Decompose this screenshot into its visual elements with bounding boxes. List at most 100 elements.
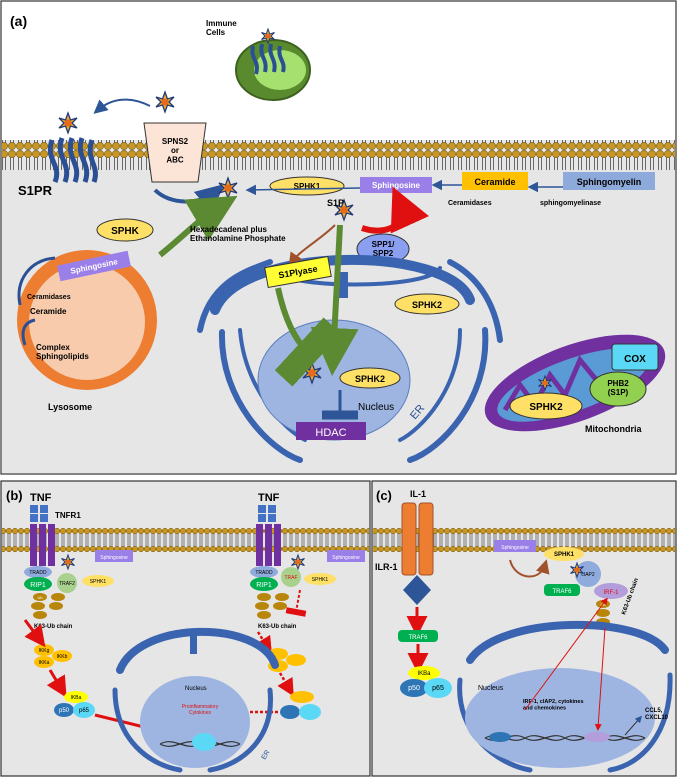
panel-a-label: (a) <box>10 13 27 29</box>
s1plyase-box <box>264 256 332 288</box>
phb2-box <box>589 371 647 407</box>
dna-icon <box>484 735 646 741</box>
sphingomyelinase-label: sphingomyelinase <box>540 200 601 207</box>
traf2-left-box <box>57 573 77 593</box>
er-sphk2-box <box>394 293 460 315</box>
plasma-membrane <box>2 140 675 170</box>
traf6-lower-box <box>398 630 438 642</box>
sphk1-membrane: SPHK1 <box>269 176 345 196</box>
ikba-c-label: IKBa <box>417 671 431 677</box>
ikba-left-box <box>64 691 88 703</box>
sphk-box <box>96 218 154 242</box>
export-arrow <box>93 98 151 114</box>
membrane-b <box>2 528 369 552</box>
p50-c-label: p50 <box>408 685 420 692</box>
receptor-icon <box>250 43 286 75</box>
traf6-lower-label: TRAF6 <box>408 635 428 641</box>
p65-c-label: p65 <box>432 685 444 692</box>
tnf-left-label: TNF <box>30 492 52 504</box>
nucleus-label: Nucleus <box>358 402 394 413</box>
nucleus-c-label: Nucleus <box>478 685 504 692</box>
s1pr-label: S1PR <box>18 183 53 198</box>
ikkg-label: IKKg <box>39 648 50 654</box>
traf6-box <box>544 584 580 596</box>
ub-chain-right <box>255 593 289 619</box>
dashed-arrow <box>277 672 294 697</box>
nfkb-bound-icon <box>489 732 511 742</box>
sphingosine-label: Sphingosine <box>372 181 421 190</box>
activation-arrow <box>46 669 67 698</box>
lyase-inhibit <box>274 287 342 387</box>
ceramide-label: Ceramide <box>474 177 515 187</box>
irf1-box <box>594 583 628 599</box>
ccl5-label: CCL5,CXCL10 <box>645 708 669 721</box>
ikkb-label: IKKb <box>57 654 68 660</box>
rip1-right-box <box>250 577 278 591</box>
il1-receptor <box>401 502 434 605</box>
il1-label: IL-1 <box>410 489 426 499</box>
er-structure <box>197 254 503 463</box>
nucleus-sphk2-label: SPHK2 <box>355 374 385 384</box>
p50-c-box <box>400 679 428 697</box>
sphk-label: SPHK <box>111 226 140 237</box>
er-b <box>112 627 279 773</box>
ikba-c-box <box>408 666 440 680</box>
tnfr1-receptor <box>30 524 55 566</box>
lyase-arrow <box>288 224 336 267</box>
nucleus-b-label: Nucleus <box>185 686 207 692</box>
mito-sphk2-box <box>509 392 583 420</box>
rip1-left-label: RIP1 <box>30 582 46 589</box>
spp-label: SPP1/SPP2 <box>372 240 395 258</box>
s1pr-helix-icon <box>47 137 98 183</box>
k63-right-label: K63-Ub chain <box>258 624 297 630</box>
ciap2-label: cIAP2 <box>581 572 595 578</box>
sphingosine-right-box <box>327 550 365 562</box>
nucleus-c <box>465 668 655 768</box>
p65-left-label: p65 <box>79 708 90 714</box>
irf1-bound-icon <box>584 732 610 742</box>
sphingosine-c-box <box>494 540 536 552</box>
lysosome-label: Lysosome <box>48 402 92 412</box>
p50-left-label: p50 <box>59 708 70 714</box>
traf-right-box <box>281 567 301 587</box>
inhibition-dashed <box>285 589 307 617</box>
traf-right-label: TRAF <box>284 575 297 581</box>
sphk1-c-box <box>544 547 584 561</box>
sphingosine-to-s1p-arrow <box>245 184 361 196</box>
sphingosine-c-label: Sphingosine <box>501 545 529 551</box>
sphingosine-left-box <box>95 550 133 562</box>
s1pr-receptor: S1PR <box>18 91 175 198</box>
activation-arrow <box>23 619 46 648</box>
p50-left-box <box>54 703 74 717</box>
induction-arrow <box>594 627 606 731</box>
tnfr1-right-receptor <box>256 524 281 566</box>
tnfr1-label: TNFR1 <box>55 511 81 520</box>
mitochondria-label: Mitochondria <box>585 424 642 434</box>
panel-c-label: (c) <box>376 488 392 503</box>
cox-label: COX <box>624 354 646 365</box>
hdac-label: HDAC <box>315 427 346 439</box>
ceramidases-label: Ceramidases <box>448 200 492 207</box>
p65-c-box <box>424 678 452 698</box>
ub-chain-left <box>31 593 65 619</box>
spp-arrow <box>361 186 430 234</box>
er-sphk2-label: SPHK2 <box>412 300 442 310</box>
hdac-box <box>296 422 366 440</box>
sphk1-left-box <box>82 575 114 587</box>
irf1-label: IRF-1 <box>604 590 620 596</box>
ilr1-label: ILR-1 <box>375 562 398 572</box>
ikka-label: IKKa <box>39 660 50 666</box>
p65-left-box <box>73 702 95 718</box>
traf2-left-label: TRAF2 <box>59 581 75 587</box>
tnf-trimer-icon <box>258 505 276 522</box>
sphk-arrow <box>158 195 238 258</box>
sphingosine-right-label: Sphingosine <box>332 555 360 561</box>
sphk1-left-label: SPHK1 <box>90 579 107 585</box>
